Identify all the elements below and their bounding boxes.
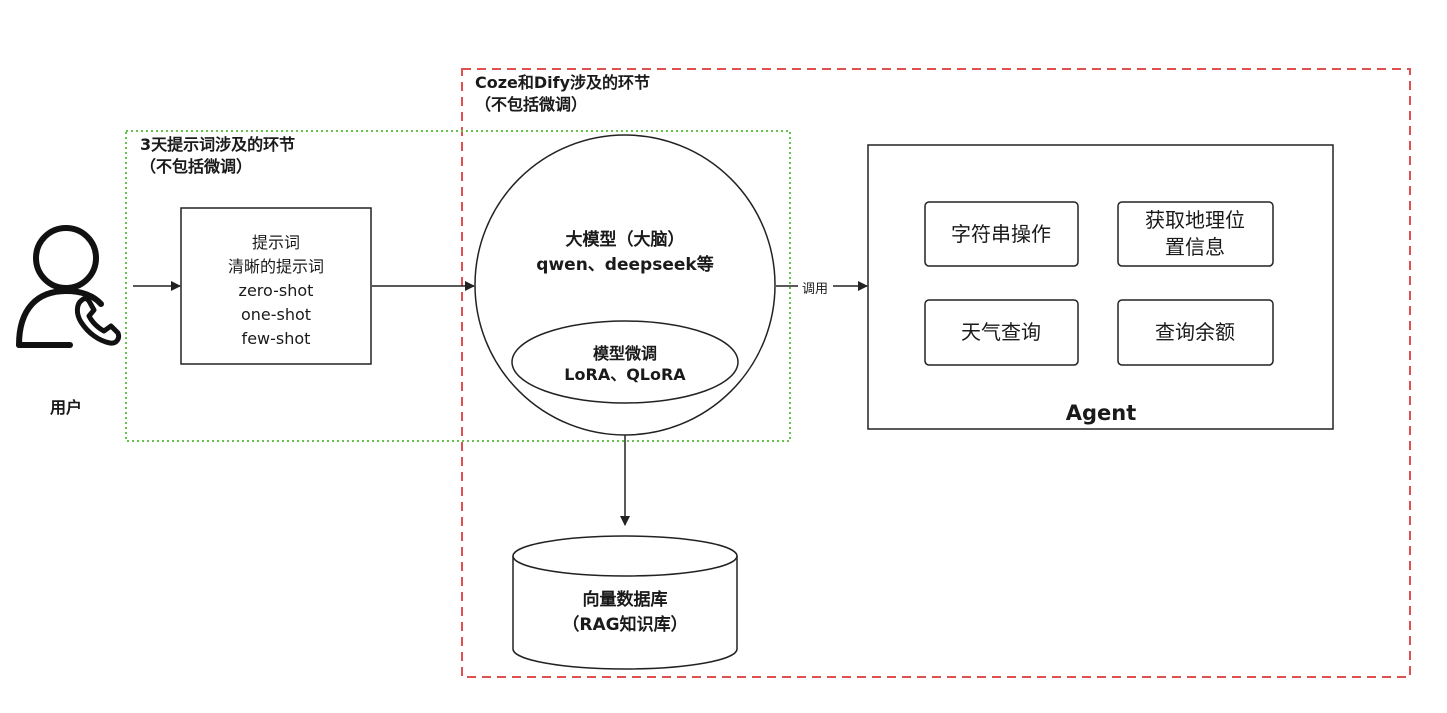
finetune-line2: LoRA、QLoRA [564,365,686,384]
tool-geo-location: 获取地理位 置信息 [1145,207,1245,261]
tool-weather: 天气查询 [961,319,1041,345]
vector-db-line2: （RAG知识库） [562,615,688,635]
prompt-line: 提示词 [251,233,301,252]
prompt-3day-label-line1: 3天提示词涉及的环节 [140,135,296,154]
prompt-line: one-shot [240,305,312,324]
finetune-label: 模型微调 LoRA、QLoRA [564,343,685,385]
user-label: 用户 [49,398,83,417]
tool-line: 查询余额 [1155,320,1235,344]
tool-box-geo-location [1117,201,1274,267]
vector-db-line1: 向量数据库 [582,590,668,610]
prompt-box [180,207,372,365]
tool-line: 获取地理位 [1145,208,1245,232]
vector-db-label: 向量数据库 （RAG知识库） [562,588,687,638]
tool-balance: 查询余额 [1155,319,1235,345]
prompt-line: few-shot [241,329,311,348]
prompt-3day-region [125,130,791,442]
vector-db-cylinder [512,535,738,670]
finetune-line1: 模型微调 [592,344,658,363]
tool-line: 天气查询 [961,320,1041,344]
tool-line: 置信息 [1165,235,1225,259]
agent-title: Agent [1065,401,1137,425]
tool-box-balance [1117,299,1274,366]
prompt-3day-label-line2: （不包括微调） [140,157,253,176]
coze-dify-region [461,68,1411,678]
prompt-3day-region-label: 3天提示词涉及的环节 （不包括微调） [140,134,295,178]
coze-dify-region-label: Coze和Dify涉及的环节 （不包括微调） [475,72,650,116]
model-label: 大模型（大脑） qwen、deepseek等 [536,228,713,278]
model-subtitle: qwen、deepseek等 [536,255,714,275]
model-title: 大模型（大脑） [565,230,685,250]
prompt-line: 清晰的提示词 [227,257,325,276]
coze-dify-label-line1: Coze和Dify涉及的环节 [475,73,651,92]
agent-box [867,144,1334,430]
tool-line: 字符串操作 [951,222,1051,246]
tool-box-weather [924,299,1079,366]
prompt-box-text: 提示词 清晰的提示词 zero-shot one-shot few-shot [228,231,324,351]
tool-box-string-ops [924,201,1079,267]
finetune-ellipse [511,320,739,404]
coze-dify-label-line2: （不包括微调） [475,95,588,114]
user-phone-icon [16,225,122,348]
tool-string-ops: 字符串操作 [951,221,1051,247]
prompt-line: zero-shot [238,281,314,300]
call-label: 调用 [801,282,829,297]
